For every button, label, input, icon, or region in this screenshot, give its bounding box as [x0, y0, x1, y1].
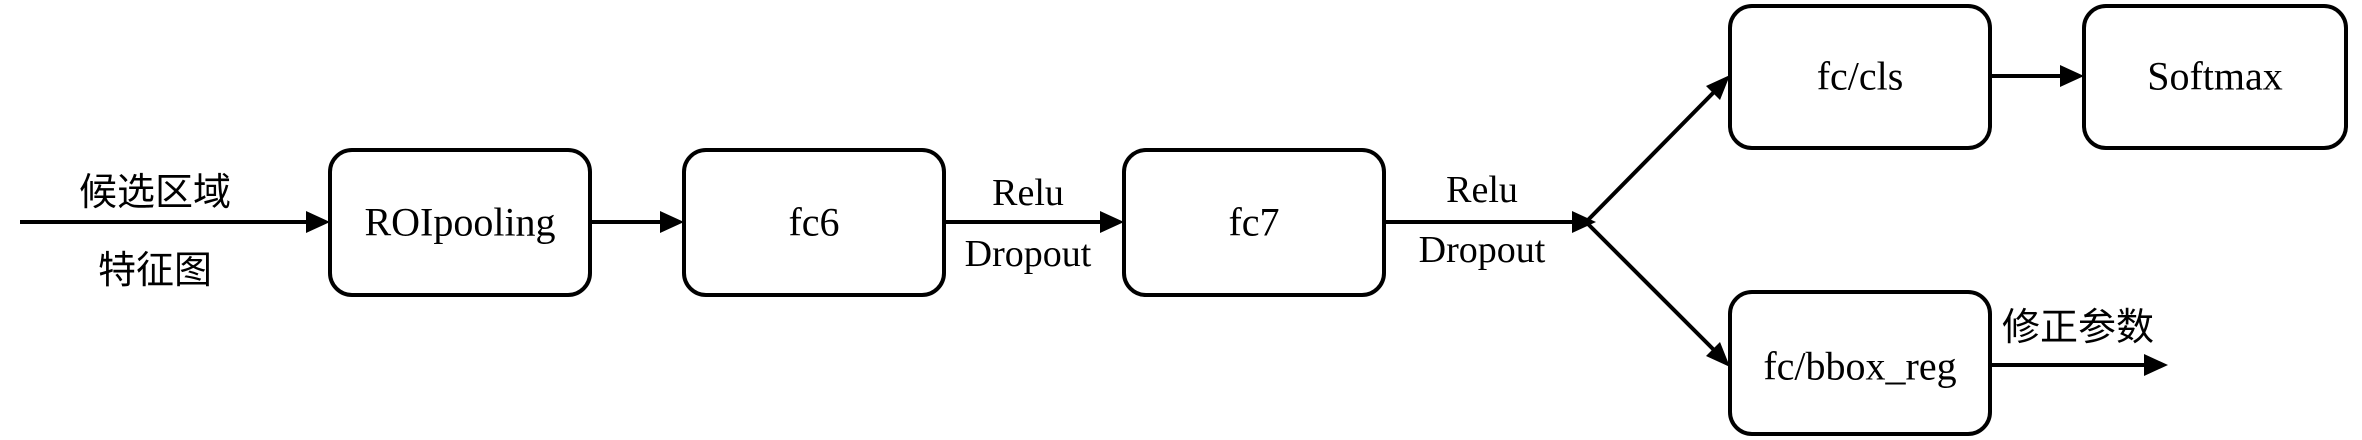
fc7-label: fc7	[1228, 200, 1279, 245]
fc7-to-branch-label-top: Relu	[1446, 169, 1518, 211]
bbox-reg-output-label: 修正参数	[2002, 305, 2154, 349]
fc-cls-label: fc/cls	[1817, 54, 1904, 99]
input-arrowhead	[306, 211, 330, 233]
fc6-to-fc7-label-top: Relu	[992, 172, 1064, 214]
fc-bbox-reg-node: fc/bbox_reg	[1728, 290, 1992, 436]
roipooling-node: ROIpooling	[328, 148, 592, 297]
input-label-bottom: 特征图	[98, 248, 212, 292]
softmax-node: Softmax	[2082, 4, 2348, 150]
branch-to-fc-bbox-reg-edge	[1584, 220, 1718, 354]
fc-cls-node: fc/cls	[1728, 4, 1992, 150]
softmax-label: Softmax	[2147, 54, 2283, 99]
fc-cls-to-softmax-arrowhead	[2060, 65, 2084, 87]
fc7-to-branch-label-bottom: Dropout	[1419, 229, 1546, 271]
fc7-node: fc7	[1122, 148, 1386, 297]
branch-to-fc-bbox-reg-arrowhead	[1706, 342, 1730, 367]
fc6-to-fc7-label-bottom: Dropout	[965, 233, 1092, 275]
fc6-to-fc7-arrowhead	[1100, 211, 1124, 233]
roipooling-label: ROIpooling	[364, 200, 555, 245]
input-label-top: 候选区域	[79, 170, 231, 214]
branch-to-fc-cls-edge	[1584, 88, 1718, 224]
fc6-node: fc6	[682, 148, 946, 297]
fc7-to-branch-arrowhead	[1572, 211, 1596, 233]
fc-bbox-reg-label: fc/bbox_reg	[1763, 344, 1956, 389]
roipooling-to-fc6-arrowhead	[660, 211, 684, 233]
bbox-reg-output-arrowhead	[2144, 354, 2168, 376]
fc6-label: fc6	[788, 200, 839, 245]
branch-to-fc-cls-arrowhead	[1706, 75, 1730, 100]
